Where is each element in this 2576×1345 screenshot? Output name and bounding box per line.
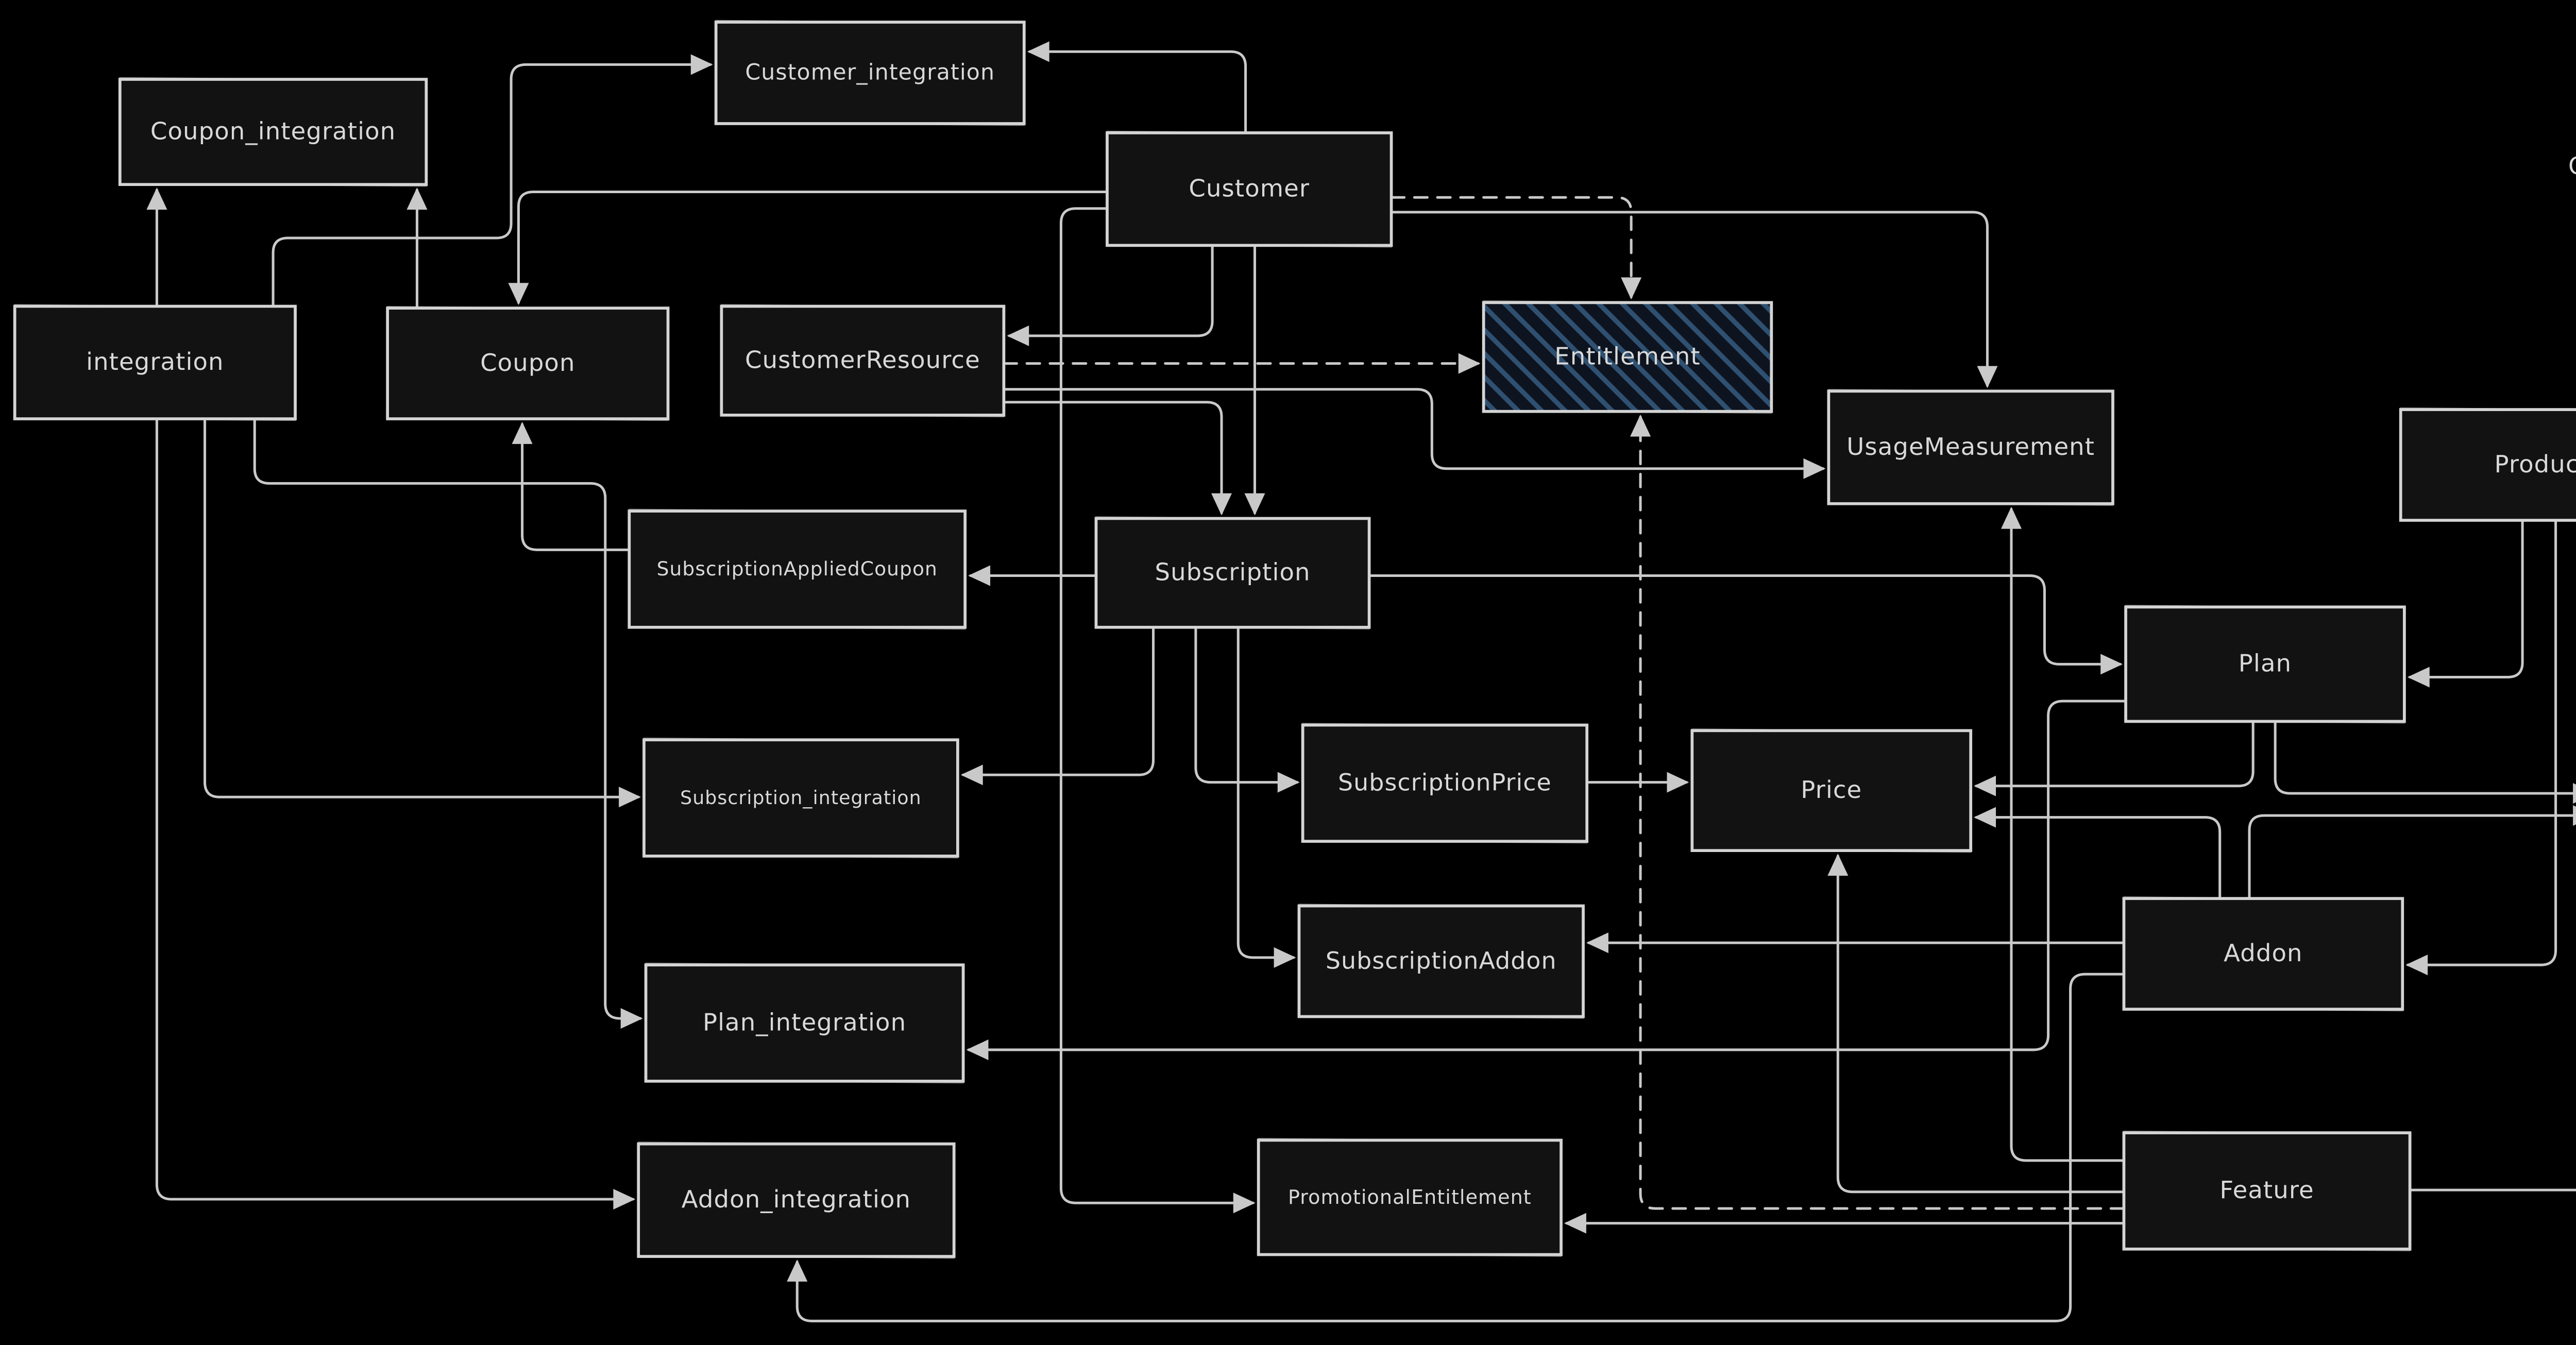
entity-box — [637, 1142, 956, 1258]
edge-customerresource-to-usagemeasurement[interactable] — [1002, 388, 1826, 479]
entity-box — [2399, 408, 2576, 522]
entity-box — [2122, 1131, 2412, 1251]
edge-integration-to-addon_integration[interactable] — [155, 417, 636, 1210]
entity-box-computed — [1482, 301, 1773, 413]
entity-label: Plan_integration — [703, 1008, 906, 1036]
edge-feature-to-price[interactable] — [1827, 854, 2125, 1194]
entity-label: integration — [86, 348, 224, 376]
entity-label: Product — [2495, 450, 2576, 478]
edge-customer-to-customerresource[interactable] — [1007, 244, 1214, 346]
entity-box — [720, 304, 1006, 417]
edge-subscription-to-subscriptionaddon[interactable] — [1236, 626, 1296, 968]
edge-customer-to-coupon[interactable] — [508, 190, 1109, 305]
entity-customer_integration[interactable]: Customer_integration — [714, 20, 1026, 126]
entity-box — [1690, 729, 1973, 852]
entity-label: Addon_integration — [682, 1185, 911, 1213]
entity-label: UsageMeasurement — [1846, 433, 2095, 461]
entity-plan_integration[interactable]: Plan_integration — [644, 962, 965, 1084]
entity-box — [1257, 1138, 1563, 1256]
entity-coupon_integration[interactable]: Coupon_integration — [118, 77, 428, 187]
entity-box — [642, 738, 959, 858]
entity-box — [1297, 904, 1585, 1018]
entity-label: Feature — [2219, 1176, 2314, 1204]
entity-label: SubscriptionPrice — [1338, 769, 1552, 796]
entity-addon[interactable]: Addon — [2122, 896, 2404, 1012]
entity-box — [386, 307, 670, 420]
entity-promotionalentitlement[interactable]: PromotionalEntitlement — [1257, 1138, 1563, 1257]
entity-label: SubscriptionAddon — [1326, 946, 1557, 974]
entity-product[interactable]: Product — [2399, 407, 2576, 523]
edge-feature-to-packageentitlement[interactable] — [2409, 836, 2576, 1191]
entity-plan[interactable]: Plan — [2124, 605, 2406, 724]
entity-subscriptionaddon[interactable]: SubscriptionAddon — [1297, 904, 1585, 1019]
entity-subscription[interactable]: Subscription — [1094, 516, 1371, 629]
edge-subscriptionappliedcoupon-to-coupon[interactable] — [512, 422, 631, 551]
entity-label: Price — [1801, 776, 1862, 804]
entity-price[interactable]: Price — [1690, 728, 1973, 853]
entity-label: Customer — [1189, 174, 1310, 202]
edge-integration-to-customer_integration[interactable] — [272, 54, 713, 308]
entity-box — [1827, 389, 2114, 505]
entity-entitlement[interactable]: Entitlement — [1482, 300, 1773, 414]
entity-label: CustomerResource — [745, 346, 980, 373]
entity-customer[interactable]: Customer — [1106, 130, 1393, 248]
entity-box — [2124, 605, 2406, 723]
edge-plan-to-plan_integration[interactable] — [966, 700, 2127, 1060]
edge-customer-to-entitlement[interactable] — [1390, 196, 1642, 300]
entity-feature[interactable]: Feature — [2122, 1130, 2412, 1251]
entity-box — [1094, 517, 1371, 629]
edge-feature-to-entitlement[interactable] — [1630, 414, 2125, 1210]
entity-box — [13, 304, 297, 420]
entity-box — [628, 509, 967, 629]
edge-plan-to-packageentitlement[interactable] — [2274, 720, 2576, 804]
edge-integration-to-subscription_integration[interactable] — [204, 417, 641, 808]
entity-subscriptionappliedcoupon[interactable]: SubscriptionAppliedCoupon — [628, 508, 967, 630]
edge-subscription-to-subscription_integration[interactable] — [960, 626, 1155, 786]
entity-label: PromotionalEntitlement — [1288, 1186, 1532, 1208]
edge-customer-to-usagemeasurement[interactable] — [1390, 211, 1998, 388]
entity-label: Coupon_integration — [150, 117, 396, 145]
entity-box — [1106, 131, 1393, 247]
edge-product-to-addon[interactable] — [2405, 519, 2557, 976]
edge-addon-to-addon_integration[interactable] — [787, 973, 2125, 1322]
entity-label: Coupon — [480, 349, 575, 377]
edge-subscription-to-plan[interactable] — [1368, 574, 2123, 675]
entity-box — [644, 963, 965, 1083]
entity-label: Subscription — [1155, 558, 1310, 586]
entity-label: Addon — [2224, 939, 2302, 967]
edge-feature-to-usagemeasurement[interactable] — [2001, 506, 2125, 1162]
entity-integration[interactable]: integration — [13, 304, 297, 421]
entity-label: SubscriptionAppliedCoupon — [657, 557, 938, 580]
entity-subscriptionprice[interactable]: SubscriptionPrice — [1301, 723, 1589, 844]
entity-subscription_integration[interactable]: Subscription_integration — [642, 737, 959, 859]
entity-box — [1301, 723, 1589, 843]
entity-coupon[interactable]: Coupon — [386, 306, 670, 421]
entity-customerresource[interactable]: CustomerResource — [720, 304, 1006, 417]
entity-label: Subscription_integration — [680, 787, 922, 809]
legend-one-label: One — [2568, 152, 2576, 180]
entity-label: Entitlement — [1554, 342, 1700, 370]
entity-label: Plan — [2239, 650, 2292, 677]
entity-label: Customer_integration — [745, 60, 995, 86]
edge-addon-to-packageentitlement[interactable] — [2248, 805, 2576, 900]
edge-product-to-plan[interactable] — [2407, 519, 2524, 688]
legend-cardinality: One Many — [2568, 152, 2576, 180]
edge-customer-to-customer_integration[interactable] — [1027, 41, 1247, 134]
edge-customer-to-promotionalentitlement[interactable] — [1059, 207, 1256, 1214]
entity-box — [118, 78, 428, 186]
edge-integration-to-plan_integration[interactable] — [253, 417, 643, 1029]
entity-box — [2122, 897, 2404, 1011]
edge-addon-to-price[interactable] — [1974, 807, 2222, 900]
edge-customerresource-to-subscription[interactable] — [1002, 401, 1232, 516]
edge-plan-to-price[interactable] — [1974, 720, 2255, 796]
entity-usagemeasurement[interactable]: UsageMeasurement — [1827, 389, 2114, 506]
edge-subscription-to-subscriptionprice[interactable] — [1194, 626, 1300, 793]
entity-box — [714, 21, 1026, 125]
entity-addon_integration[interactable]: Addon_integration — [637, 1142, 956, 1259]
